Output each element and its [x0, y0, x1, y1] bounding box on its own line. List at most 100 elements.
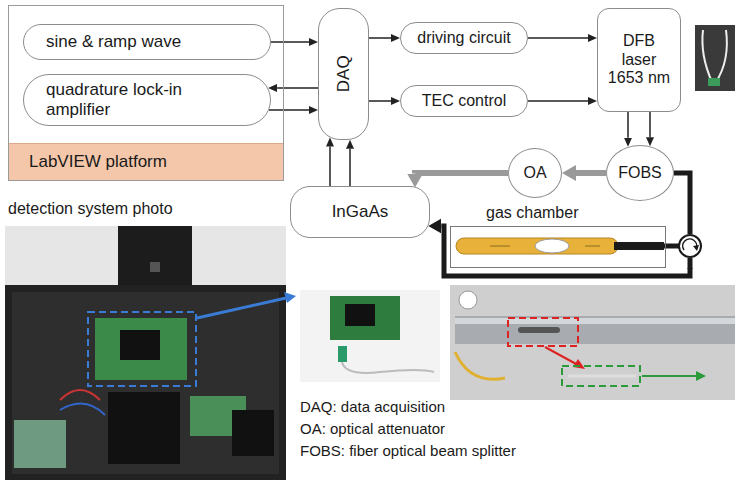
text-block: DAQ — [325, 64, 362, 84]
signal-arrow — [271, 41, 309, 43]
module — [108, 392, 180, 464]
daq-box: DAQ — [318, 8, 369, 140]
pointer-arrowhead — [284, 292, 296, 303]
chip — [345, 304, 375, 326]
pointer-arrow — [642, 375, 698, 377]
text-block: driving circuit — [417, 29, 510, 47]
circulator-arrowhead — [693, 245, 699, 251]
window — [535, 239, 569, 253]
panel-title: LabVIEW platform — [9, 152, 167, 172]
photo-ground — [695, 25, 735, 91]
tube — [456, 238, 618, 254]
fiber-line — [688, 258, 693, 269]
gas-chamber-illustration — [456, 204, 701, 269]
ring — [459, 291, 477, 309]
connector — [708, 78, 720, 86]
photo-ground — [300, 290, 440, 382]
highlight-box — [562, 366, 640, 386]
laser-box: DFB laser 1653 nm — [597, 8, 681, 112]
node-label: TEC control — [422, 92, 506, 110]
signal-arrow — [528, 100, 588, 102]
photo-caption: detection system photo — [8, 200, 173, 218]
chamber-heading: gas chamber — [486, 204, 579, 222]
laser-photo — [695, 25, 735, 91]
chip — [120, 330, 160, 360]
slot — [518, 327, 560, 333]
text-block: quadrature lock-in amplifier — [46, 80, 226, 119]
tube-highlight — [455, 318, 735, 324]
platform-panel: LabVIEW platform sine & ramp wave quadratu… — [8, 5, 284, 181]
attenuator-ellipse: OA — [508, 148, 562, 198]
mark — [490, 246, 510, 247]
photo-ground — [5, 226, 286, 480]
hole — [150, 262, 160, 272]
signal-arrow — [627, 112, 629, 138]
fiber-line — [688, 204, 693, 234]
node-label: OA — [523, 164, 546, 182]
signal-arrow — [349, 149, 351, 186]
pointer-arrow — [545, 347, 578, 365]
board — [95, 318, 187, 380]
fiber-path — [441, 226, 690, 276]
transformer — [232, 410, 274, 456]
text-block: FOBS — [618, 164, 662, 182]
photo-ground — [450, 285, 735, 400]
pointer-arrowhead — [573, 359, 585, 369]
node-label: DAQ — [334, 56, 354, 93]
splitter-ellipse: FOBS — [606, 145, 674, 201]
gas-chamber: gas chamber — [450, 204, 700, 268]
pointer-arrow — [197, 298, 286, 318]
system-photo — [5, 226, 296, 480]
board — [330, 296, 400, 340]
fiber — [702, 30, 712, 82]
node-label: driving circuit — [417, 29, 510, 47]
fiber — [342, 362, 434, 373]
signal-arrow — [528, 37, 588, 39]
signal-arrow — [369, 37, 391, 39]
text-block: sine & ramp wave — [46, 32, 181, 52]
circulator-arrow — [683, 239, 697, 250]
platform-band: LabVIEW platform — [9, 143, 283, 180]
fiber-path — [674, 173, 690, 204]
highlight-box — [508, 318, 578, 346]
text-block: TEC control — [422, 92, 506, 110]
signal-arrow — [329, 147, 331, 186]
fiber — [716, 30, 727, 82]
node-label: FOBS — [618, 164, 662, 182]
mark — [585, 246, 600, 247]
fiber — [568, 375, 636, 378]
fiber-line — [664, 244, 679, 249]
tube-photo — [450, 285, 735, 400]
connector — [338, 346, 347, 362]
node-label: quadrature lock-in amplifier — [46, 80, 226, 119]
computer-board — [14, 420, 66, 468]
tray — [12, 292, 279, 474]
process-box: quadrature lock-in amplifier — [23, 74, 271, 126]
tube — [455, 316, 735, 344]
wire — [60, 390, 100, 400]
highlight-box — [88, 312, 196, 386]
node-label: InGaAs — [332, 202, 389, 222]
housing — [5, 285, 286, 480]
node-label: DFB laser 1653 nm — [606, 32, 672, 87]
fiber-path — [415, 170, 508, 177]
fiber-path — [576, 170, 606, 176]
abbreviation-note: FOBS: fiber optical beam splitter — [300, 442, 516, 459]
node-label: sine & ramp wave — [46, 32, 181, 52]
detector-box: InGaAs — [290, 186, 430, 238]
lid — [118, 226, 192, 286]
process-box: sine & ramp wave — [23, 24, 271, 60]
circulator — [679, 235, 701, 257]
chamber-outline — [450, 226, 666, 268]
cable — [455, 352, 505, 379]
signal-arrow — [369, 100, 391, 102]
text-block: OA — [523, 164, 546, 182]
abbreviation-note: DAQ: data acquisition — [300, 398, 445, 415]
process-box: TEC control — [400, 85, 528, 117]
board-photo — [300, 290, 440, 382]
cable — [614, 242, 664, 250]
signal-arrow — [649, 112, 651, 137]
signal-arrow — [269, 109, 309, 111]
wire — [60, 404, 105, 415]
text-block: DFB laser 1653 nm — [606, 32, 672, 87]
